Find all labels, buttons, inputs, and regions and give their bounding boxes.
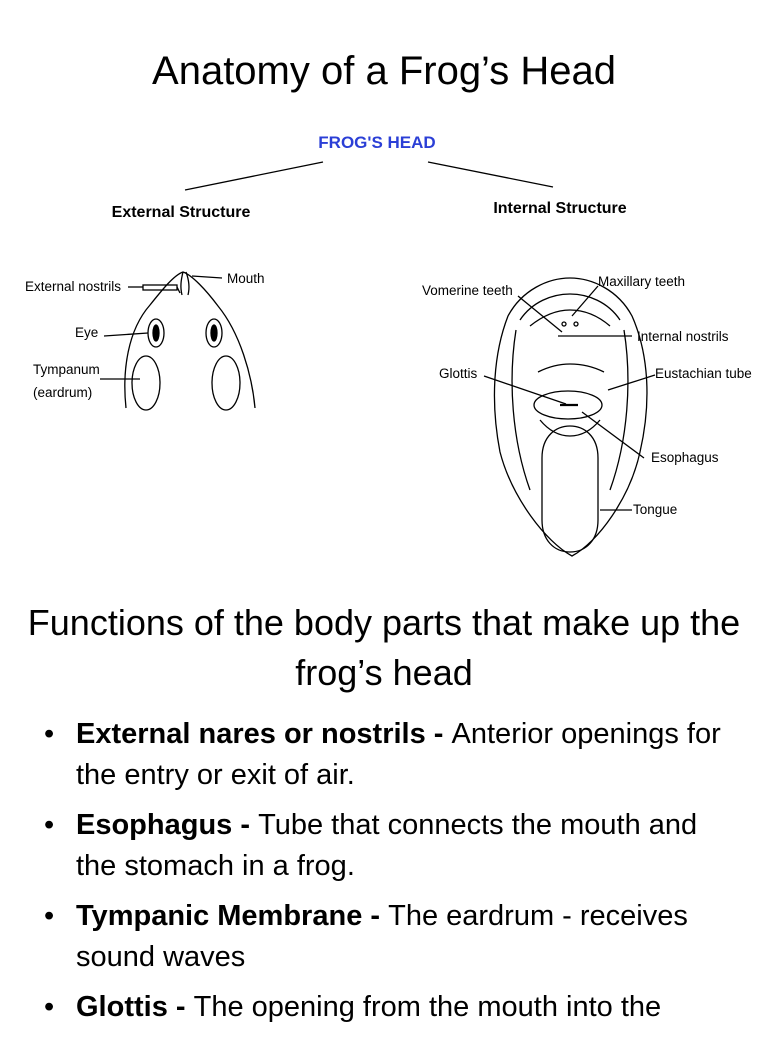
internal-structure-label: Internal Structure <box>493 200 626 217</box>
term-separator: - <box>232 809 259 841</box>
branch-line-right <box>427 161 554 188</box>
list-item: • Glottis - The opening from the mouth in… <box>0 987 768 1028</box>
diagram-heading: FROG'S HEAD <box>318 133 435 152</box>
right-tympanum <box>211 355 241 411</box>
bullet-point: • <box>44 900 55 932</box>
term-separator: - <box>425 718 452 750</box>
list-item: • External nares or nostrils - Anterior o… <box>0 714 768 796</box>
frog-head-figure: FROG'S HEAD External Structure Internal … <box>25 133 752 557</box>
functions-heading: Functions of the body parts that make up… <box>27 602 741 693</box>
function-term: Esophagus <box>76 809 233 841</box>
list-item: • Esophagus - Tube that connects the mout… <box>0 805 768 887</box>
external-head-drawing <box>100 271 256 411</box>
label-external-nostrils: External nostrils <box>25 279 121 294</box>
function-term: Glottis <box>76 991 168 1023</box>
functions-list: • External nares or nostrils - Anterior o… <box>0 714 768 1037</box>
label-eustachian-tube: Eustachian tube <box>655 366 752 381</box>
branch-line-left <box>184 161 324 191</box>
function-description: Tube that connects the mouth and the sto… <box>76 809 698 882</box>
left-tympanum <box>131 355 161 411</box>
bullet-point: • <box>44 718 55 750</box>
label-glottis: Glottis <box>439 366 478 381</box>
label-tympanum: Tympanum <box>33 362 100 377</box>
label-eardrum: (eardrum) <box>33 385 92 400</box>
label-mouth: Mouth <box>227 271 265 286</box>
bullet-point: • <box>44 809 55 841</box>
term-separator: - <box>167 991 194 1023</box>
bullet-point: • <box>44 991 55 1023</box>
label-eye: Eye <box>75 325 98 340</box>
label-vomerine-teeth: Vomerine teeth <box>422 283 513 298</box>
frog-head-diagram: FROG'S HEAD External Structure Internal … <box>0 120 768 580</box>
term-separator: - <box>362 900 389 932</box>
label-tongue: Tongue <box>633 502 677 517</box>
label-internal-nostrils: Internal nostrils <box>637 329 729 344</box>
glottis-shape <box>533 390 603 420</box>
label-maxillary-teeth: Maxillary teeth <box>598 274 685 289</box>
function-description: The eardrum - receives sound waves <box>76 900 688 973</box>
function-description: The opening from the mouth into the <box>193 991 662 1023</box>
internal-head-drawing <box>483 277 656 557</box>
function-term: Tympanic Membrane <box>76 900 363 932</box>
page-title: Anatomy of a Frog’s Head <box>152 49 616 93</box>
right-eye <box>205 318 223 348</box>
function-description: Anterior openings for the entry or exit … <box>76 718 721 791</box>
external-structure-label: External Structure <box>112 204 251 221</box>
function-term: External nares or nostrils <box>76 718 426 750</box>
list-item: • Tympanic Membrane - The eardrum - recei… <box>0 896 768 978</box>
label-esophagus: Esophagus <box>651 450 719 465</box>
